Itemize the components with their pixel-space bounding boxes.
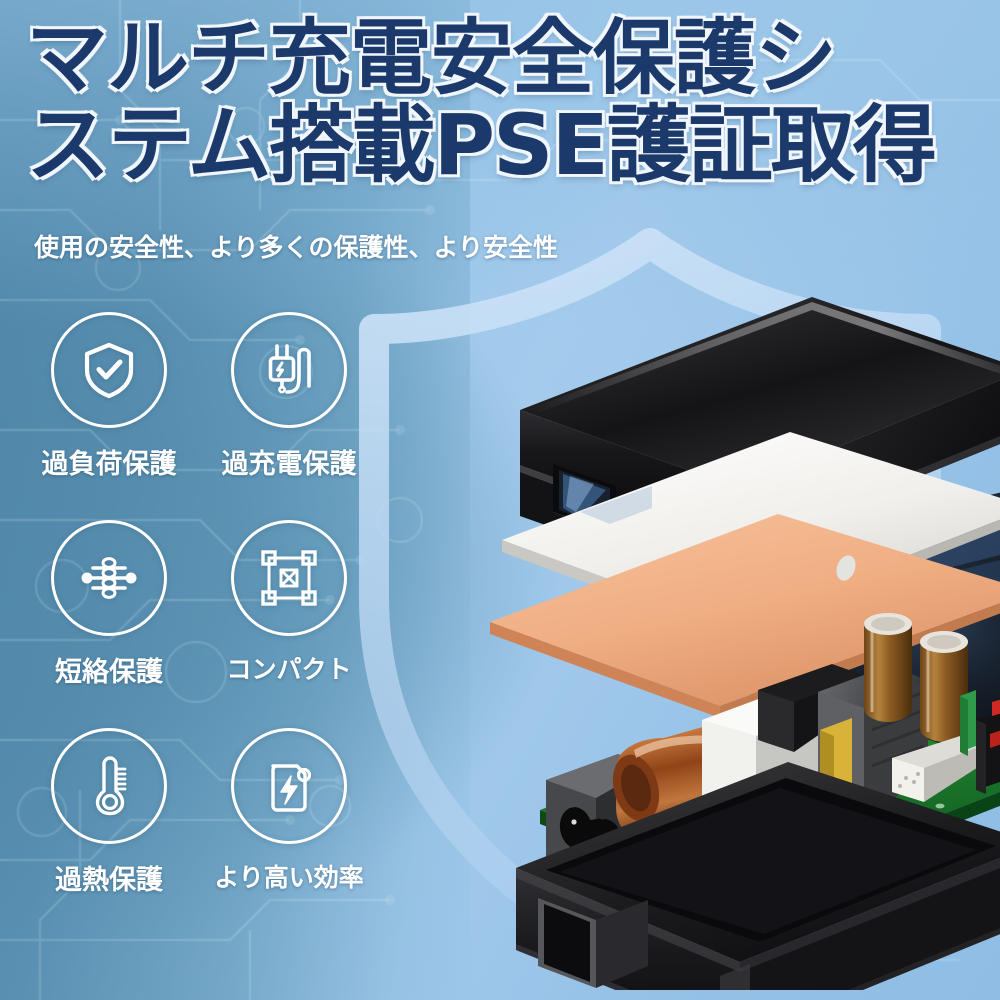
shield-check-icon	[84, 342, 134, 399]
feature-circle	[231, 520, 347, 636]
plug-cord-bolt-icon	[268, 344, 311, 394]
feature-circle	[51, 312, 167, 428]
feature-grid: 過負荷保護 過充電保護	[24, 312, 374, 936]
feature-circle	[231, 728, 347, 844]
headline: マルチ充電安全保護シ ステム搭載PSE護証取得	[26, 11, 976, 194]
headline-line-2: ステム搭載PSE護証取得	[26, 96, 937, 194]
feature-label: より高い効率	[214, 863, 364, 892]
headline-line-1: マルチ充電安全保護シ	[26, 11, 837, 106]
feature-item-overheat: 過熱保護	[24, 728, 194, 936]
feature-item-short-circuit: 短絡保護	[24, 520, 194, 728]
battery-bolt-icon	[271, 764, 312, 812]
feature-item-overcharge: 過充電保護	[204, 312, 374, 520]
feature-label: 短絡保護	[55, 657, 163, 688]
feature-item-overload: 過負荷保護	[24, 312, 194, 520]
short-circuit-icon	[81, 557, 137, 599]
feature-circle	[51, 520, 167, 636]
subtitle: 使用の安全性、より多くの保護性、より安全性	[34, 233, 559, 262]
feature-circle	[231, 312, 347, 428]
feature-label: 過充電保護	[221, 449, 357, 480]
feature-item-compact: コンパクト	[204, 520, 374, 728]
feature-circle	[51, 728, 167, 844]
feature-label: 過負荷保護	[41, 449, 177, 480]
resize-arrows-icon	[261, 550, 317, 606]
feature-item-efficiency: より高い効率	[204, 728, 374, 936]
thermometer-icon	[95, 756, 127, 816]
feature-label: コンパクト	[226, 655, 352, 684]
feature-label: 過熱保護	[55, 865, 163, 896]
